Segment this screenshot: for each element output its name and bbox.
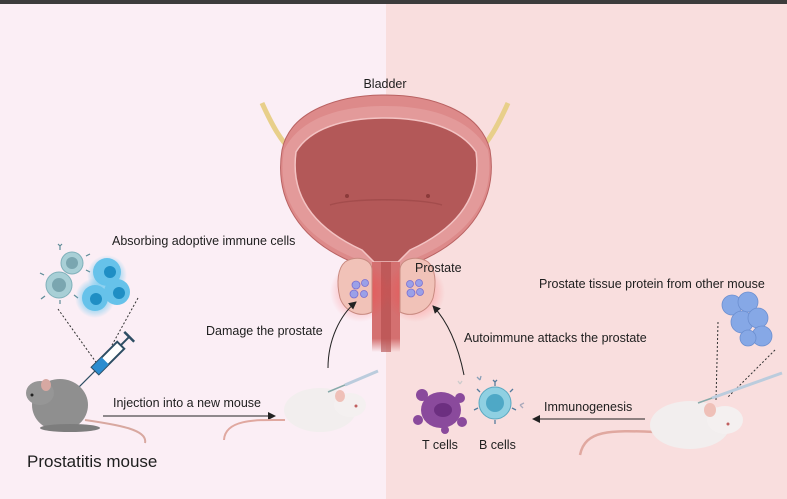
protein-cluster-icon: [721, 291, 773, 347]
syringe-icon: [77, 330, 136, 389]
white-mouse-icon: [223, 369, 379, 441]
b-cells-label: B cells: [479, 438, 516, 452]
t-cell-icon: [413, 389, 467, 434]
prostate-icon: [330, 257, 445, 322]
bladder-label: Bladder: [363, 77, 406, 91]
damage-arrow-icon: [327, 301, 357, 369]
autoimmune-arrow-icon: [432, 305, 465, 376]
damage-label: Damage the prostate: [206, 324, 323, 338]
white-mouse-icon: [578, 371, 783, 456]
bladder-anatomy-icon: [280, 94, 492, 352]
prostatitis-mouse-label: Prostatitis mouse: [27, 452, 157, 471]
immune-cells-cluster-icon: [39, 243, 130, 318]
b-cell-icon: [457, 375, 525, 424]
immunogenesis-label: Immunogenesis: [544, 400, 632, 414]
gray-mouse-icon: [26, 379, 147, 444]
prostate-label: Prostate: [415, 261, 462, 275]
top-border: [0, 0, 787, 4]
t-cells-label: T cells: [422, 438, 458, 452]
zoom-lines: [57, 297, 776, 401]
injection-label: Injection into a new mouse: [113, 396, 261, 410]
protein-source-label: Prostate tissue protein from other mouse: [539, 277, 765, 291]
autoimmune-label: Autoimmune attacks the prostate: [464, 331, 647, 345]
absorbing-label: Absorbing adoptive immune cells: [112, 234, 295, 248]
